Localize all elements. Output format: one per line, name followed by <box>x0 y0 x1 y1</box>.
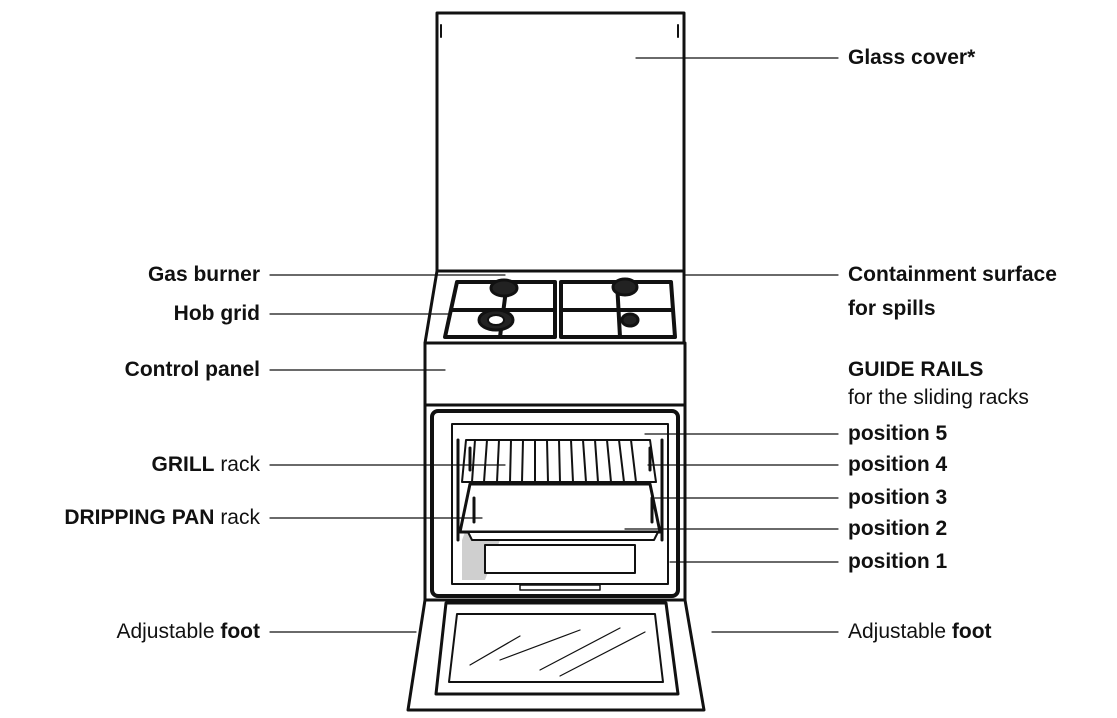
glass-cover-lid <box>435 11 686 273</box>
glass-cover-label: Glass cover* <box>848 46 976 69</box>
foot-right-label: Adjustable foot <box>848 620 992 644</box>
foot-left-label: Adjustable foot <box>116 620 260 644</box>
gas-burners <box>477 277 640 332</box>
grill-rack-label-bold: GRILL <box>151 453 215 476</box>
position-4-label: position 4 <box>848 453 948 476</box>
position-5-label: position 5 <box>848 422 948 445</box>
position-2-label: position 2 <box>848 517 948 540</box>
dripping-pan-label-bold: DRIPPING PAN <box>64 506 215 529</box>
grill-rack-label: GRILL rack <box>151 453 260 477</box>
guide-rails-title: GUIDE RAILS <box>848 358 984 381</box>
grill-rack-label-rest: rack <box>214 453 260 476</box>
control-panel-label: Control panel <box>124 358 260 381</box>
guide-rails <box>456 438 664 542</box>
foot-left-bold: foot <box>220 620 260 643</box>
grill-rack <box>461 439 657 483</box>
dripping-pan-label-rest: rack <box>214 506 260 529</box>
dripping-pan-rack-label: DRIPPING PAN rack <box>64 506 260 530</box>
foot-right-bold: foot <box>951 620 992 643</box>
foot-left-prefix: Adjustable <box>116 620 221 643</box>
containment-label-line1: Containment surface <box>848 263 1057 286</box>
hob-grid-label: Hob grid <box>173 302 260 325</box>
position-1-label: position 1 <box>848 550 948 573</box>
guide-rails-subtitle: for the sliding racks <box>848 386 1029 409</box>
foot-right-prefix: Adjustable <box>848 620 952 643</box>
position-3-label: position 3 <box>848 486 948 509</box>
oven-body <box>423 403 687 602</box>
control-panel-box <box>423 341 687 407</box>
containment-label-line2: for spills <box>848 297 936 320</box>
dripping-pan <box>458 482 662 534</box>
gas-burner-label: Gas burner <box>147 263 260 286</box>
